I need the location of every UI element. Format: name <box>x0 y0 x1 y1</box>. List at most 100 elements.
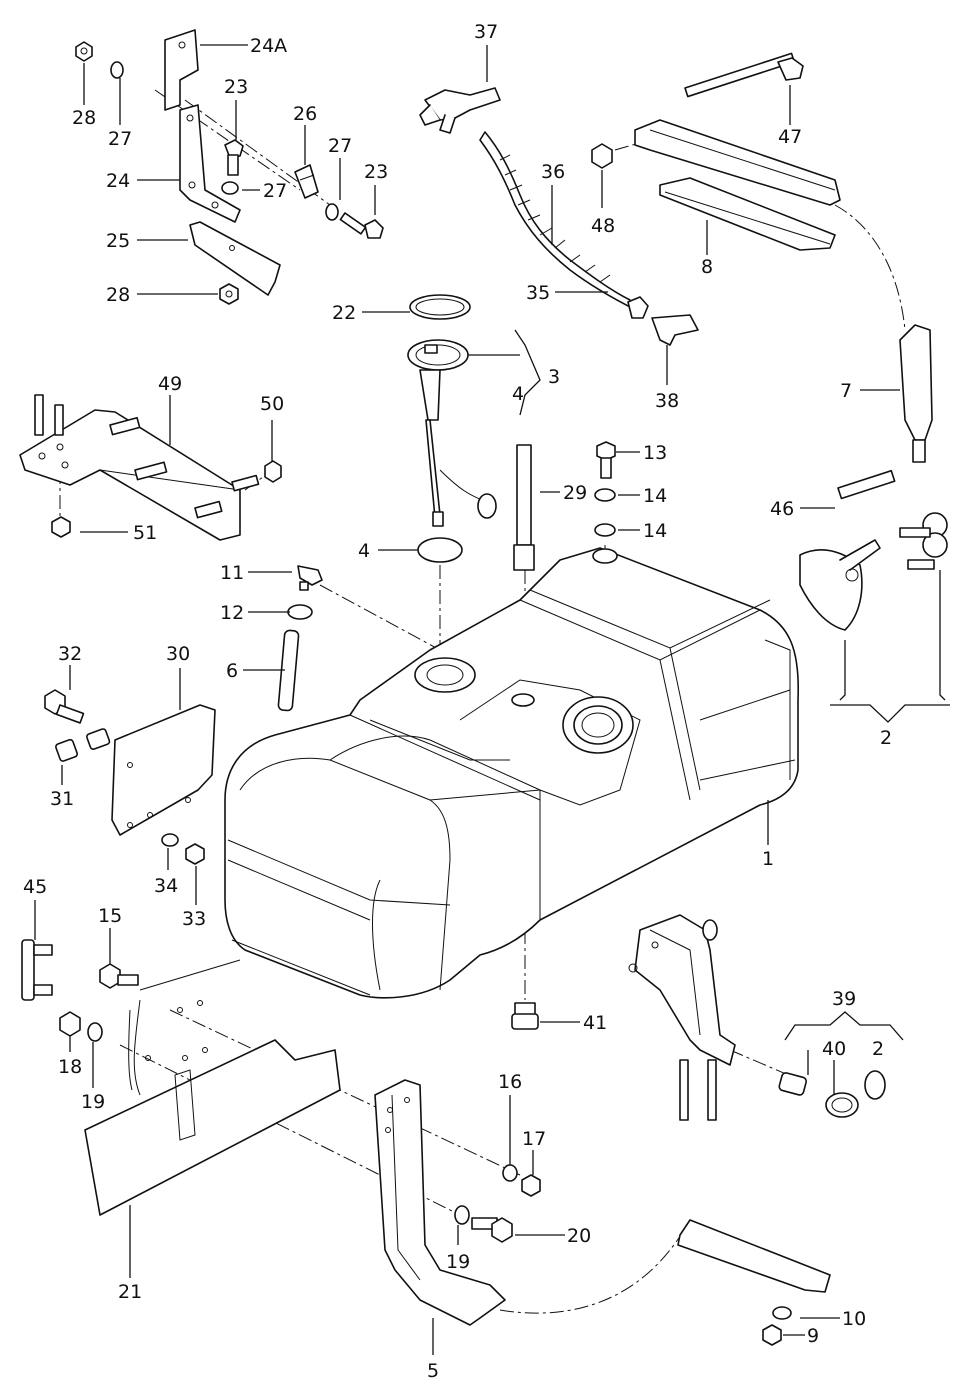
leader-lines <box>34 44 950 1355</box>
washer-19-left <box>87 1022 103 1042</box>
callout-16: 16 <box>498 1071 522 1093</box>
elbow-38 <box>651 314 699 346</box>
bracket-7-arm <box>634 119 841 206</box>
skid-plate-21 <box>84 1000 341 1216</box>
callout-41: 41 <box>583 1012 607 1034</box>
nut-50 <box>264 460 282 483</box>
washer-27-mid <box>221 181 239 195</box>
callout-33: 33 <box>182 908 206 930</box>
washer-19-right <box>454 1205 470 1225</box>
heat-shield-30 <box>111 704 216 836</box>
callout-50: 50 <box>260 393 284 415</box>
key-set <box>899 512 948 570</box>
callout-45: 45 <box>23 876 47 898</box>
callout-39: 39 <box>832 988 856 1010</box>
callout-14: 14 <box>643 520 667 542</box>
nut-17 <box>521 1174 541 1197</box>
callout-17: 17 <box>522 1128 546 1150</box>
callout-22: 22 <box>332 302 356 324</box>
callout-21: 21 <box>118 1281 142 1303</box>
callout-34: 34 <box>154 875 178 897</box>
callout-5: 5 <box>427 1360 439 1382</box>
bolt-23-right <box>339 212 384 239</box>
callout-23: 23 <box>364 161 388 183</box>
callout-30: 30 <box>166 643 190 665</box>
nut-18 <box>59 1011 81 1037</box>
filler-assembly-39 <box>628 914 736 1121</box>
bracket-49 <box>19 409 260 541</box>
nut-33 <box>185 843 205 865</box>
tank-strap-frame <box>128 959 241 1096</box>
callout-7: 7 <box>840 380 852 402</box>
callout-3: 3 <box>548 366 560 388</box>
callout-32: 32 <box>58 643 82 665</box>
callout-6: 6 <box>226 660 238 682</box>
seal-ring-4 <box>417 537 463 563</box>
callout-40: 40 <box>822 1038 846 1060</box>
fuel-cap <box>799 539 881 631</box>
callout-38: 38 <box>655 390 679 412</box>
callout-4: 4 <box>512 383 524 405</box>
strip-8 <box>659 177 836 251</box>
callout-10: 10 <box>842 1308 866 1330</box>
callout-13: 13 <box>643 442 667 464</box>
bolt-20 <box>471 1217 513 1243</box>
washer-16 <box>502 1164 518 1182</box>
spacer-31 <box>55 738 79 762</box>
callout-49: 49 <box>158 373 182 395</box>
nut-9 <box>762 1324 782 1346</box>
callout-14: 14 <box>643 485 667 507</box>
callout-51: 51 <box>133 522 157 544</box>
tank-strap-5 <box>374 1079 506 1326</box>
bolts-49-top <box>34 394 64 436</box>
callout-11: 11 <box>220 562 244 584</box>
connector-11 <box>297 565 323 591</box>
drain-plug-41 <box>511 1002 539 1030</box>
bolt-32 <box>44 689 85 724</box>
callout-27: 27 <box>108 128 132 150</box>
nut-28-top <box>75 41 93 62</box>
bracket-24A <box>164 29 199 111</box>
lock-ring-22 <box>409 294 471 320</box>
callout-18: 18 <box>58 1056 82 1078</box>
clamp-12 <box>287 604 313 620</box>
washer-14-lower <box>594 523 616 537</box>
callout-1: 1 <box>762 848 774 870</box>
clip-26 <box>294 164 319 199</box>
bolt-46 <box>837 469 896 500</box>
fitting-35 <box>627 296 649 319</box>
cap-ring-2 <box>825 1070 886 1118</box>
callout-29: 29 <box>563 482 587 504</box>
callout-4: 4 <box>358 540 370 562</box>
callout-46: 46 <box>770 498 794 520</box>
callout-47: 47 <box>778 126 802 148</box>
spacer-31b <box>86 728 111 750</box>
callout-8: 8 <box>701 256 713 278</box>
bracket-24 <box>179 104 241 223</box>
callout-15: 15 <box>98 905 122 927</box>
callout-19: 19 <box>446 1251 470 1273</box>
callout-2: 2 <box>872 1038 884 1060</box>
callout-labels: 24A 28 27 23 26 27 27 23 24 25 28 22 3 4… <box>23 21 892 1382</box>
callout-48: 48 <box>591 215 615 237</box>
fitting-40 <box>778 1072 808 1096</box>
washer-10 <box>772 1306 792 1320</box>
callout-28: 28 <box>106 284 130 306</box>
bolt-15 <box>99 963 139 989</box>
washer-14-upper <box>594 488 616 502</box>
callout-9: 9 <box>807 1325 819 1347</box>
callout-2: 2 <box>880 727 892 749</box>
callout-12: 12 <box>220 602 244 624</box>
washer-27-right <box>325 203 339 221</box>
stud-45 <box>21 939 53 1001</box>
callout-23: 23 <box>224 76 248 98</box>
callout-31: 31 <box>50 788 74 810</box>
pipe-29 <box>513 444 535 571</box>
callout-20: 20 <box>567 1225 591 1247</box>
callout-27: 27 <box>328 135 352 157</box>
callout-28: 28 <box>72 107 96 129</box>
callout-25: 25 <box>106 230 130 252</box>
callout-35: 35 <box>526 282 550 304</box>
callout-37: 37 <box>474 21 498 43</box>
